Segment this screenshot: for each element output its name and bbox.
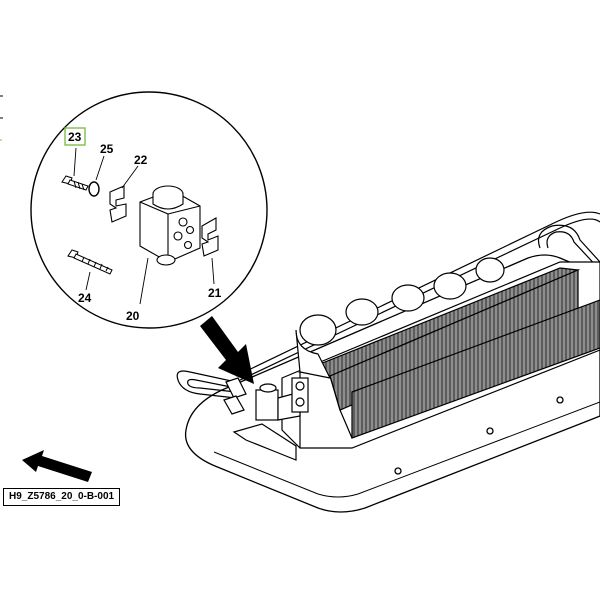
bracket-clip-icon <box>109 185 127 223</box>
heat-exchanger-fins <box>351 299 600 439</box>
evaporator-housing <box>281 261 600 449</box>
drawing-reference-label: H9_Z5786_20_0-B-001 <box>3 488 121 506</box>
long-bolt-icon <box>67 249 113 275</box>
callout-23: 23 <box>68 130 82 144</box>
callout-23-highlight <box>64 127 86 146</box>
callout-24: 24 <box>78 291 92 305</box>
detail-view: 23 25 22 20 21 24 <box>30 91 268 329</box>
blower-rollers <box>295 257 505 379</box>
mounting-hole-icon <box>486 427 494 435</box>
bracket-clip-icon <box>201 217 219 257</box>
o-ring-icon <box>88 181 100 197</box>
installed-valve <box>223 377 309 461</box>
mounting-hole-icon <box>556 396 564 404</box>
refrigerant-pipe <box>176 211 600 399</box>
callout-22: 22 <box>134 153 148 167</box>
direction-arrow-icon <box>22 450 92 482</box>
mounting-hole-icon <box>394 467 402 475</box>
callout-leaders <box>73 147 215 305</box>
bolt-icon <box>61 175 89 191</box>
expansion-valve-icon <box>139 185 201 266</box>
callout-20: 20 <box>126 309 140 323</box>
callout-21: 21 <box>208 286 222 300</box>
callout-25: 25 <box>100 142 114 156</box>
detail-pointer-arrow <box>200 316 254 384</box>
edge-fragment <box>0 95 3 141</box>
